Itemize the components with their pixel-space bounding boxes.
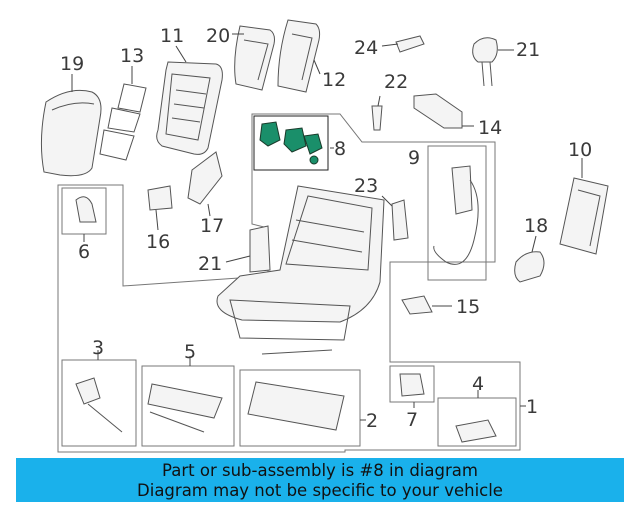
callout-24: 24: [354, 37, 378, 59]
callout-22: 22: [384, 71, 408, 93]
callout-8: 8: [334, 138, 346, 160]
part-6-clip: [61, 187, 107, 235]
callout-15: 15: [456, 296, 480, 318]
callout-2: 2: [366, 410, 378, 432]
part-14-rail: [413, 93, 463, 129]
callout-13: 13: [120, 45, 144, 67]
part-13-pad-set: [99, 83, 147, 161]
callout-12: 12: [322, 69, 346, 91]
callout-10: 10: [568, 139, 592, 161]
callout-21-top: 21: [516, 39, 540, 61]
part-18-cover: [514, 251, 545, 283]
part-12-back-cover: [277, 19, 321, 93]
callout-9: 9: [408, 147, 420, 169]
callout-23: 23: [354, 175, 378, 197]
part-9-latch-cable: [427, 145, 487, 281]
callout-4: 4: [472, 373, 484, 395]
callout-17: 17: [200, 215, 224, 237]
callout-14: 14: [478, 117, 502, 139]
parts-diagram: 19 13 11 20 12 24 21 22 14 8 9 10 23 18 …: [40, 19, 609, 453]
callout-labels: 19 13 11 20 12 24 21 22 14 8 9 10 23 18 …: [60, 25, 592, 432]
part-20-back-cover: [234, 25, 275, 91]
callout-3: 3: [92, 337, 104, 359]
callout-5: 5: [184, 341, 196, 363]
part-16-bracket: [147, 185, 173, 211]
part-3-cable: [61, 359, 137, 447]
part-7-clip: [389, 365, 435, 403]
part-23-bracket: [391, 199, 409, 241]
info-banner: Part or sub-assembly is #8 in diagram Di…: [16, 458, 624, 502]
callout-7: 7: [406, 409, 418, 431]
part-19-seat-back-pad: [40, 89, 102, 177]
part-8-highlighted-assembly: [253, 115, 329, 171]
callout-19: 19: [60, 53, 84, 75]
part-22-bolt: [371, 105, 383, 131]
callout-21-lower: 21: [198, 253, 222, 275]
part-15-lever: [401, 295, 433, 315]
callout-16: 16: [146, 231, 170, 253]
part-4-fitting: [437, 397, 517, 447]
callout-1: 1: [526, 396, 538, 418]
part-10-panel: [559, 177, 609, 255]
part-24-bracket: [395, 35, 425, 53]
part-11-seat-back-frame: [156, 61, 223, 155]
banner-line-1: Part or sub-assembly is #8 in diagram: [162, 461, 478, 480]
part-5-rail: [141, 365, 235, 447]
callout-18: 18: [524, 215, 548, 237]
part-17-bracket: [187, 151, 223, 205]
callout-6: 6: [78, 241, 90, 263]
part-21-headrest: [472, 37, 498, 87]
callout-20: 20: [206, 25, 230, 47]
part-2-rail: [239, 369, 361, 447]
leader-lines: [71, 33, 583, 421]
part-21-trim: [249, 225, 271, 273]
part-8-components: [259, 121, 323, 165]
banner-line-2: Diagram may not be specific to your vehi…: [137, 481, 503, 500]
callout-11: 11: [160, 25, 184, 47]
seat-frame: [216, 185, 385, 355]
